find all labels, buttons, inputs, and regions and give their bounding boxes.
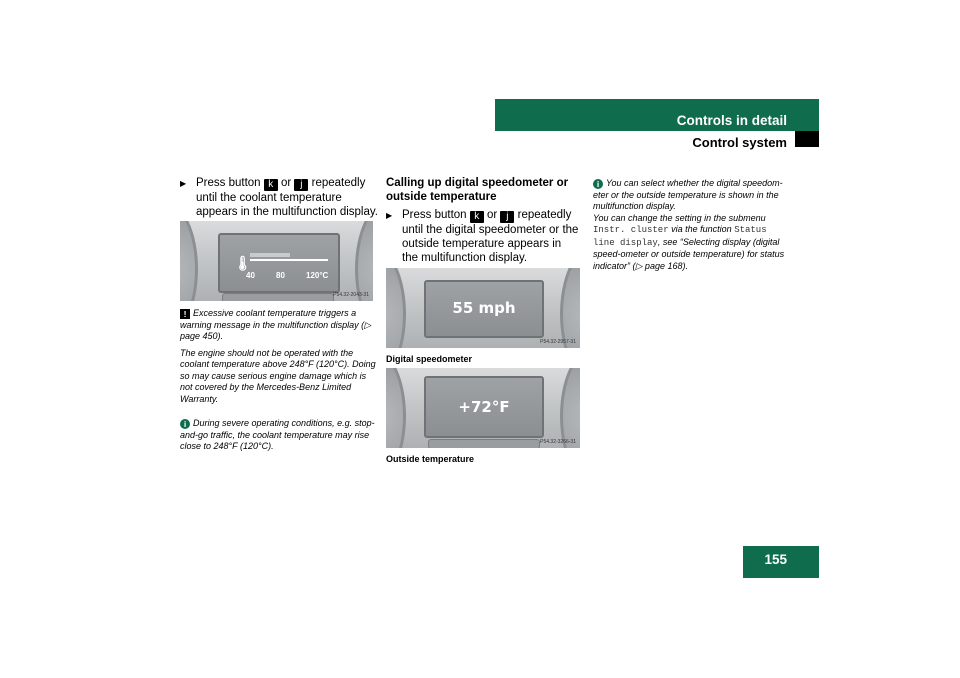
image-code: P54.32-2957-31 [540,339,576,345]
step-speedometer: ▶ Press button k or j repeatedly until t… [386,208,580,266]
section-title: Controls in detail [676,113,787,128]
warning-note: !Excessive coolant temperature triggers … [180,308,376,404]
info-icon: i [180,419,190,429]
button-k-icon: k [469,211,484,223]
header-band: Controls in detail [495,99,819,131]
warning-icon: ! [180,309,190,319]
button-j-icon: j [500,211,515,223]
page-number-box: 155 [743,546,819,578]
multifunction-display: +72°F [424,376,544,438]
caption-temperature: Outside temperature [386,454,475,464]
caption-speedometer: Digital speedometer [386,354,473,364]
header-marker [795,131,819,147]
page-number: 155 [764,552,787,567]
multifunction-display: 55 mph [424,280,544,338]
digital-speed: 55 mph [452,299,516,317]
outside-temperature: +72°F [458,398,510,416]
temperature-display-image: +72°F P54.32-3266-31 [386,368,580,448]
multifunction-display: 🌡 40 80 120°C [218,233,340,293]
submenu-name: Instr. cluster [593,225,669,235]
function-name: Status line display [593,225,767,248]
step-arrow-icon: ▶ [386,211,393,220]
step-text: Press button [402,209,467,221]
step-text: Press button [196,177,261,189]
image-code: P54.32-3266-31 [540,439,576,445]
coolant-display-image: 🌡 40 80 120°C P54.32-2043-31 [180,221,373,301]
image-code: P54.32-2043-31 [333,292,369,298]
thermometer-icon: 🌡 [234,255,252,271]
button-k-icon: k [263,179,278,191]
step-arrow-icon: ▶ [180,179,187,188]
info-icon: i [593,179,603,189]
speedometer-display-image: 55 mph P54.32-2957-31 [386,268,580,348]
step-text: or [280,177,292,189]
step-text: repeatedly until the digital speedometer… [402,209,579,264]
step-text: repeatedly until the coolant temperature… [196,177,378,218]
step-coolant: ▶ Press button k or j repeatedly until t… [180,176,380,220]
section-subtitle: Control system [692,135,787,150]
section-heading: Calling up digital speedometer or outsid… [386,177,569,203]
button-j-icon: j [294,179,309,191]
step-text: or [486,209,498,221]
